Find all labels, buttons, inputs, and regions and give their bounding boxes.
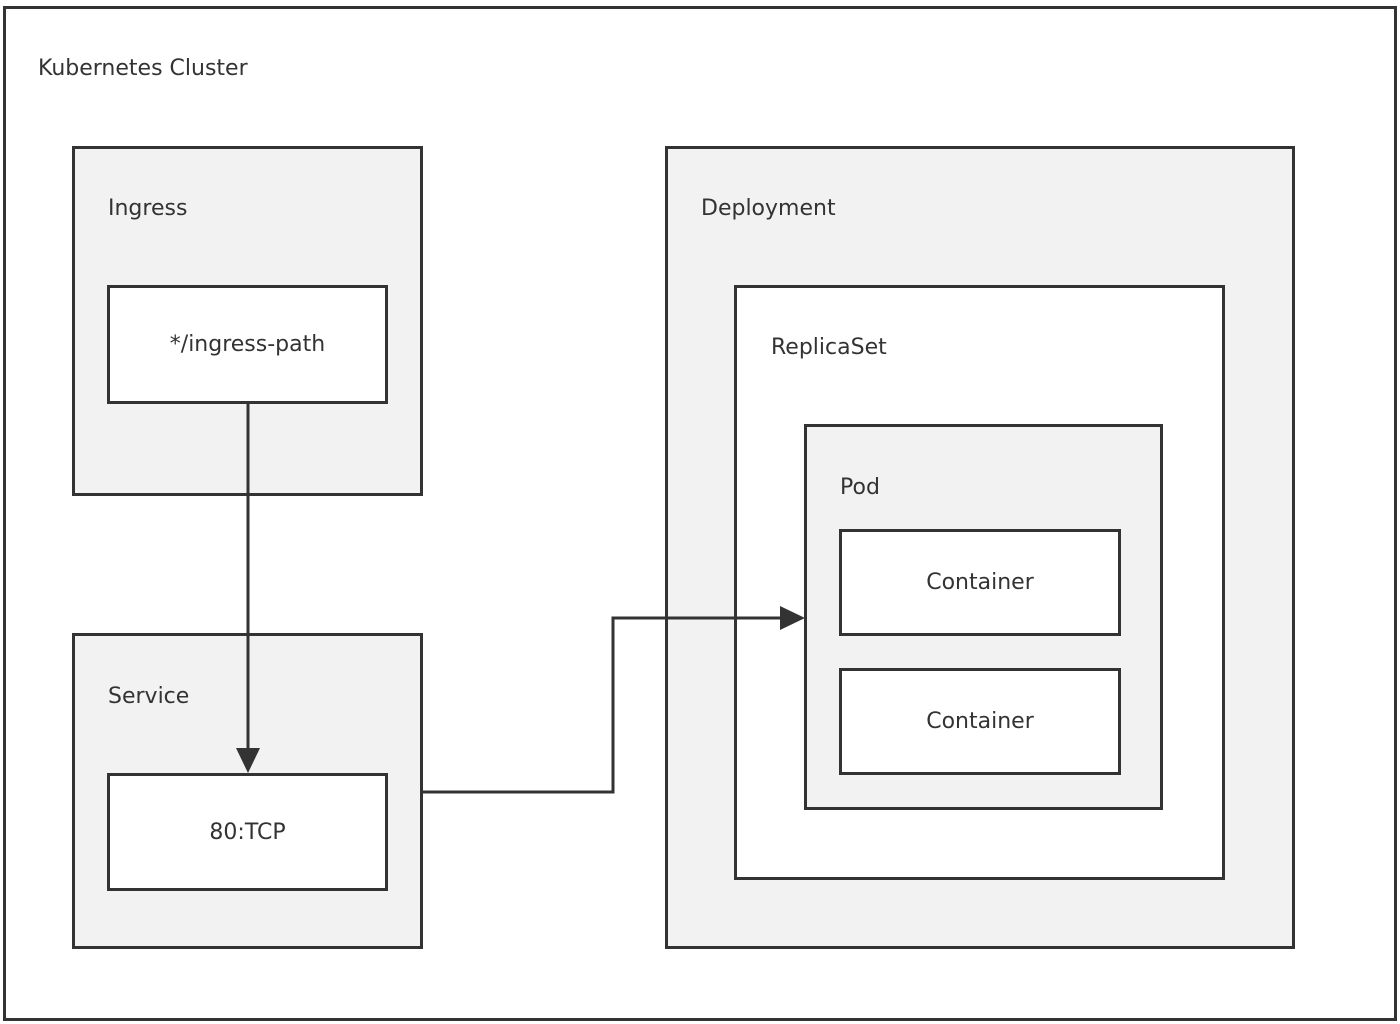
ingress-path-label: */ingress-path [169, 332, 326, 357]
kubernetes-cluster-label: Kubernetes Cluster [38, 56, 248, 81]
deployment-label: Deployment [701, 196, 836, 221]
replicaset-label: ReplicaSet [771, 335, 887, 360]
container-box: Container [839, 529, 1121, 636]
container-label: Container [926, 570, 1034, 595]
pod-label: Pod [840, 475, 880, 500]
service-label: Service [108, 684, 190, 709]
service-port-label: 80:TCP [209, 819, 286, 845]
container-box: Container [839, 668, 1121, 775]
ingress-path-box: */ingress-path [107, 285, 388, 404]
container-label: Container [926, 709, 1034, 734]
ingress-label: Ingress [108, 196, 188, 221]
service-port-box: 80:TCP [107, 773, 388, 891]
